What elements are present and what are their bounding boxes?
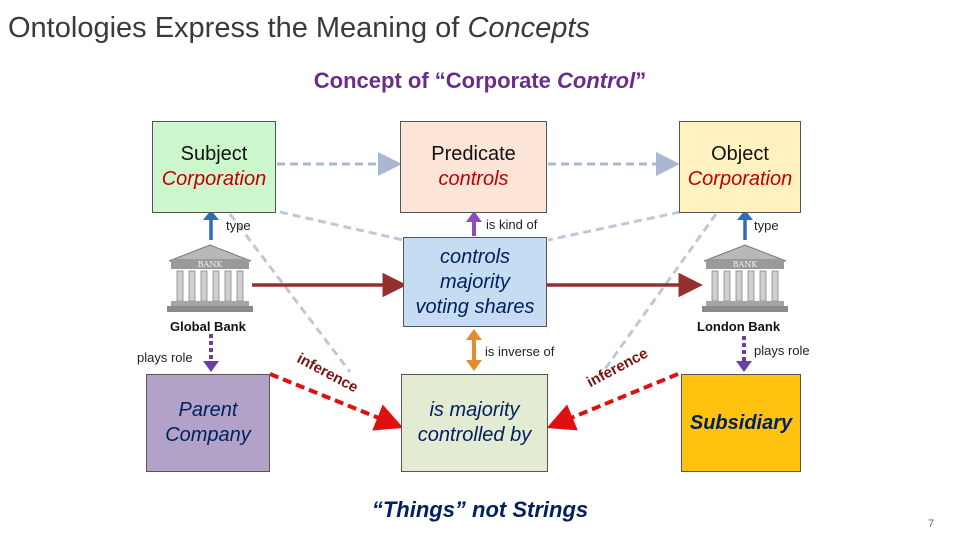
plays-role-right-label: plays role — [754, 343, 810, 358]
slide-title: Ontologies Express the Meaning of Concep… — [8, 12, 590, 44]
type-right-label: type — [754, 218, 779, 233]
tagline: “Things” not Strings — [371, 497, 589, 522]
subject-inference-edge — [228, 213, 352, 373]
parent-line2: Company — [165, 424, 251, 446]
page-number: 7 — [928, 518, 935, 530]
subject-box: Subject Corporation — [152, 121, 276, 213]
subsidiary-box: Subsidiary — [681, 374, 801, 472]
object-middle-edge — [547, 210, 681, 242]
global-bank-sign: BANK — [198, 260, 224, 269]
type-left-label: type — [226, 218, 251, 233]
global-bank-label: Global Bank — [170, 319, 246, 334]
london-bank-sign: BANK — [733, 260, 759, 269]
london-bank-icon: BANK — [702, 244, 788, 312]
predicate-title: Predicate — [431, 143, 516, 165]
predicate-box: Predicate controls — [400, 121, 547, 213]
slide-subtitle: Concept of “Corporate Control” — [313, 68, 647, 93]
object-title: Object — [711, 143, 769, 165]
subsidiary-label: Subsidiary — [689, 411, 793, 434]
is-kind-of-label: is kind of — [486, 217, 538, 232]
is-inverse-of-label: is inverse of — [485, 344, 555, 359]
majority-controlled-box: is majority controlled by — [401, 374, 548, 472]
object-class: Corporation — [687, 168, 793, 190]
subject-class: Corporation — [161, 168, 267, 190]
parent-company-box: Parent Company — [146, 374, 270, 472]
global-bank-icon: BANK — [167, 244, 253, 312]
controls-line2: majority — [439, 270, 510, 293]
subject-middle-edge — [279, 210, 404, 242]
inference-left-arrow — [269, 372, 404, 431]
predicate-value: controls — [438, 168, 509, 190]
london-bank-label: London Bank — [697, 319, 781, 334]
controls-majority-box: controls majority voting shares — [403, 237, 547, 327]
controls-line1: controls — [439, 245, 511, 268]
parent-line1: Parent — [178, 399, 238, 421]
subject-title: Subject — [180, 143, 248, 165]
plays-role-left-label: plays role — [137, 350, 193, 365]
inference-right-arrow — [546, 372, 679, 431]
majority-line2: controlled by — [417, 424, 532, 446]
controls-line3: voting shares — [415, 295, 535, 318]
object-box: Object Corporation — [679, 121, 801, 213]
object-inference-edge — [598, 213, 718, 377]
majority-line1: is majority — [429, 399, 520, 421]
